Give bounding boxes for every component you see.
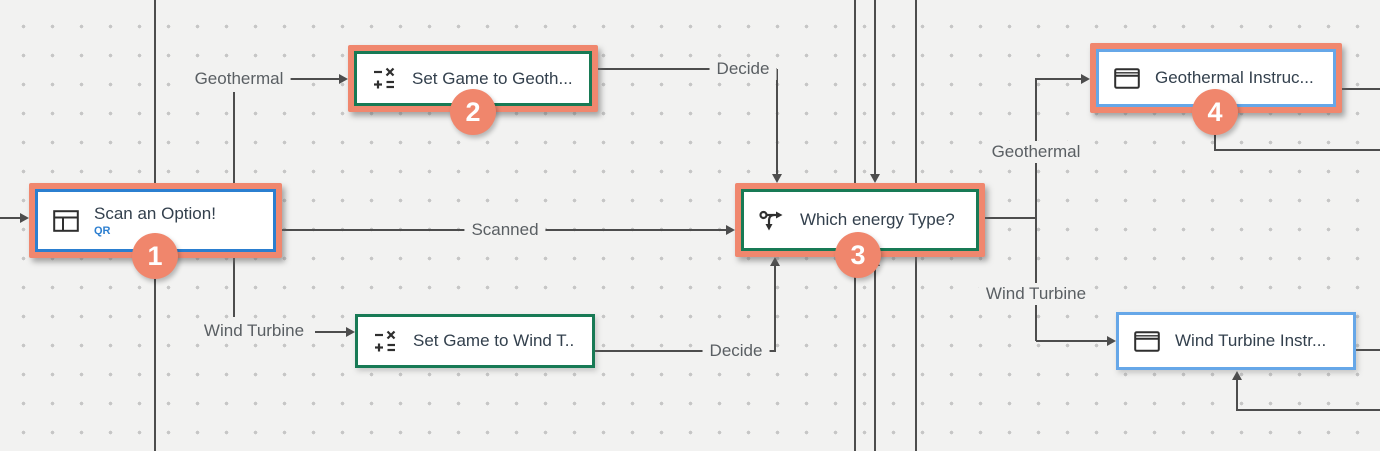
edge-node3-out[interactable] xyxy=(985,217,1037,219)
edge-node4-bottom-out[interactable] xyxy=(1215,149,1380,151)
arrowhead-icon xyxy=(20,212,29,223)
edge-label-geothermal-right: Geothermal xyxy=(984,141,1088,163)
arrowhead-icon xyxy=(1081,73,1090,84)
edge-node4-right-out[interactable] xyxy=(1342,88,1380,90)
node-set-game-geothermal[interactable]: Set Game to Geoth... xyxy=(348,45,598,112)
node-title: Wind Turbine Instr... xyxy=(1175,331,1327,350)
card-icon xyxy=(1114,67,1140,89)
edge-into-scan-node[interactable] xyxy=(0,217,21,219)
edge-decide-top-h[interactable] xyxy=(598,68,777,70)
arrowhead-icon xyxy=(769,257,780,266)
edge-offscreen-into-node3-bottom[interactable] xyxy=(874,266,876,451)
callout-badge-3: 3 xyxy=(835,232,881,278)
callout-badge-4: 4 xyxy=(1192,89,1238,135)
edge-to-windturbine-instructions[interactable] xyxy=(1036,340,1108,342)
edge-offscreen-into-node3-top[interactable] xyxy=(874,0,876,175)
node-title: Scan an Option! xyxy=(94,204,216,223)
node-which-energy-type[interactable]: Which energy Type? xyxy=(735,183,985,257)
node-title: Set Game to Wind T.. xyxy=(413,331,575,350)
callout-badge-2: 2 xyxy=(450,89,496,135)
window-layout-icon xyxy=(53,209,79,232)
node-windturbine-instructions[interactable]: Wind Turbine Instr... xyxy=(1116,312,1356,370)
math-operations-icon xyxy=(372,66,397,91)
arrowhead-icon xyxy=(339,73,348,84)
node-subtitle: QR xyxy=(94,225,111,237)
edge-node6-return-h[interactable] xyxy=(1236,409,1380,411)
edge-label-decide-bottom: Decide xyxy=(702,340,770,362)
edge-decide-top-v[interactable] xyxy=(776,69,778,175)
math-operations-icon xyxy=(373,329,398,354)
edge-to-geothermal-instructions[interactable] xyxy=(1036,78,1082,80)
arrowhead-icon xyxy=(1107,335,1116,346)
edge-node6-right-out[interactable] xyxy=(1356,349,1380,351)
node-title: Geothermal Instruc... xyxy=(1155,68,1314,87)
edge-label-geothermal-left: Geothermal xyxy=(187,68,291,90)
card-icon xyxy=(1134,330,1160,352)
arrowhead-icon xyxy=(869,174,880,183)
arrowhead-icon xyxy=(346,326,355,337)
edge-geothermal-to-set-game[interactable] xyxy=(288,78,340,80)
arrowhead-icon xyxy=(726,224,735,235)
branch-split-icon xyxy=(759,208,785,233)
edge-decide-bottom-v[interactable] xyxy=(774,266,776,352)
arrowhead-icon xyxy=(1231,371,1242,380)
edge-windturbine-to-set-game[interactable] xyxy=(315,331,347,333)
edge-decide-bottom-h[interactable] xyxy=(595,350,776,352)
node-title: Set Game to Geoth... xyxy=(412,68,573,88)
edge-label-scanned: Scanned xyxy=(464,219,546,241)
arrowhead-icon xyxy=(771,174,782,183)
edge-label-windturbine-left: Wind Turbine xyxy=(196,320,312,342)
edge-energy-branch-v[interactable] xyxy=(1035,78,1037,341)
edge-label-windturbine-right: Wind Turbine xyxy=(978,283,1094,305)
node-set-game-windturbine[interactable]: Set Game to Wind T.. xyxy=(355,314,595,368)
callout-badge-1: 1 xyxy=(132,233,178,279)
edge-node6-return-v[interactable] xyxy=(1236,380,1238,411)
node-title: Which energy Type? xyxy=(800,210,955,229)
edge-label-decide-top: Decide xyxy=(709,58,777,80)
